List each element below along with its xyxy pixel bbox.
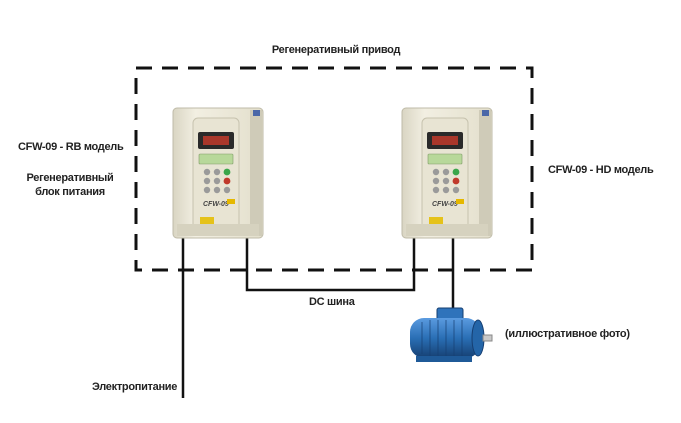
right-drive-brand: CFW-09 — [432, 201, 458, 208]
motor-cooling-fins — [421, 320, 463, 356]
left-drive-bottom-panel — [177, 224, 259, 236]
dc-bus-wire — [245, 238, 416, 292]
left-drive-warning-label — [200, 217, 214, 225]
left-drive-rb: CFW-09 — [172, 107, 264, 239]
right-drive-blue-tab — [482, 110, 489, 116]
left-drive-brand: CFW-09 — [203, 201, 229, 208]
right-model-label: CFW-09 - HD модель — [548, 164, 654, 176]
motor-shaft — [482, 334, 493, 342]
right-drive-side-strip — [479, 110, 491, 236]
motor-body — [410, 318, 480, 358]
left-description-line2: блок питания — [35, 186, 105, 198]
diagram-title: Регенеративный привод — [271, 44, 401, 56]
right-drive-lcd — [427, 153, 463, 165]
left-drive-led-digits — [203, 136, 229, 145]
left-model-label: CFW-09 - RB модель — [18, 141, 124, 153]
left-drive-keys — [203, 168, 231, 194]
motor-caption: (иллюстративное фото) — [505, 328, 630, 340]
left-drive-brand-badge — [227, 199, 235, 204]
dc-bus-label: DC шина — [309, 296, 355, 308]
regenerative-drive-boundary — [134, 66, 534, 272]
left-drive-side-strip — [250, 110, 262, 236]
right-drive-warning-label — [429, 217, 443, 225]
right-drive-hd: CFW-09 — [401, 107, 493, 239]
motor-foot — [416, 356, 472, 362]
left-drive-lcd — [198, 153, 234, 165]
right-drive-bottom-panel — [406, 224, 488, 236]
right-drive-brand-badge — [456, 199, 464, 204]
wiring — [181, 238, 455, 398]
power-supply-label: Электропитание — [92, 381, 178, 393]
motor — [410, 307, 493, 362]
right-drive-led-digits — [432, 136, 458, 145]
left-description-line1: Регенеративный — [26, 172, 114, 184]
motor-end-cap — [471, 319, 485, 357]
right-drive-keys — [432, 168, 460, 194]
left-drive-blue-tab — [253, 110, 260, 116]
